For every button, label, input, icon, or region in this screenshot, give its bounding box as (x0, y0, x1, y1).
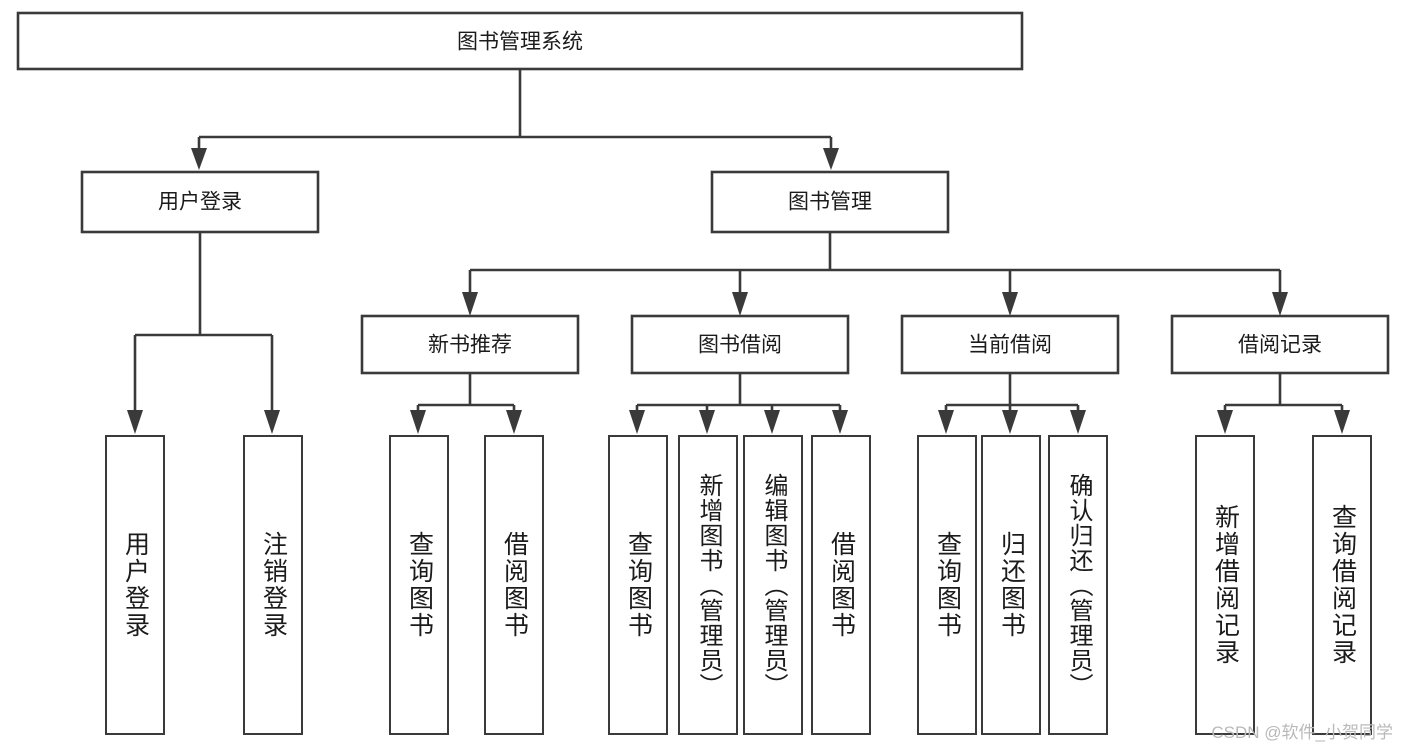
new-book-recommend-box[interactable] (360, 314, 580, 375)
node-book-manage[interactable]: 图书管理 (710, 170, 950, 234)
node-current-borrow[interactable]: 当前借阅 (900, 314, 1120, 375)
book-borrow-box[interactable] (630, 314, 850, 375)
leaf-borrow-record-2[interactable]: 查询借阅记录 (1312, 435, 1372, 735)
connector-borrow-record-to-leaves (1217, 373, 1350, 434)
leaf-borrow-record-1[interactable]: 新增借阅记录 (1195, 435, 1255, 735)
leaf-label: 借阅图书 (827, 531, 856, 639)
leaf-label: 借阅图书 (500, 531, 529, 639)
leaf-current-borrow-1[interactable]: 查询图书 (917, 435, 977, 735)
arrow-bb-leaf-2 (699, 410, 715, 434)
book-manage-label: 图书管理 (788, 191, 872, 214)
leaf-current-borrow-3[interactable]: 确认归还（管理员） (1048, 435, 1108, 735)
arrow-br-leaf-1 (1217, 410, 1233, 434)
arrow-ul-leaf-1 (127, 410, 143, 434)
node-root[interactable]: 图书管理系统 (16, 11, 1024, 71)
arrow-nbr-leaf-1 (410, 410, 426, 434)
connector-new-book-recommend-to-leaves (410, 373, 522, 434)
node-new-book-recommend[interactable]: 新书推荐 (360, 314, 580, 375)
root-box[interactable] (16, 11, 1024, 71)
user-login-box[interactable] (80, 170, 320, 234)
arrow-nbr-leaf-2 (506, 410, 522, 434)
arrow-bb-leaf-4 (832, 410, 848, 434)
leaf-book-borrow-2[interactable]: 新增图书（管理员） (678, 435, 738, 735)
arrow-level3-1 (462, 292, 478, 316)
leaf-user-login-1[interactable]: 用户登录 (105, 435, 165, 735)
node-book-borrow[interactable]: 图书借阅 (630, 314, 850, 375)
arrow-book-manage (823, 148, 839, 170)
leaf-label: 查询借阅记录 (1328, 504, 1357, 666)
arrow-cb-leaf-1 (938, 410, 954, 434)
leaf-book-borrow-3[interactable]: 编辑图书（管理员） (743, 435, 803, 735)
connector-book-borrow-to-leaves (629, 373, 848, 434)
arrow-level3-4 (1272, 292, 1288, 316)
current-borrow-label: 当前借阅 (968, 334, 1052, 357)
root-label: 图书管理系统 (457, 31, 583, 54)
leaf-book-borrow-4[interactable]: 借阅图书 (811, 435, 871, 735)
arrow-user-login (191, 148, 207, 170)
node-user-login[interactable]: 用户登录 (80, 170, 320, 234)
arrow-ul-leaf-2 (264, 410, 280, 434)
user-login-label: 用户登录 (158, 191, 242, 214)
arrow-bb-leaf-3 (764, 410, 780, 434)
leaf-label: 新增图书（管理员） (694, 472, 722, 698)
borrow-record-box[interactable] (1170, 314, 1390, 375)
leaf-label: 注销登录 (259, 531, 288, 639)
connector-book-manage-to-level3 (462, 232, 1288, 316)
leaf-label: 新增借阅记录 (1211, 504, 1240, 666)
arrow-level3-2 (732, 292, 748, 316)
arrow-br-leaf-2 (1334, 410, 1350, 434)
connector-current-borrow-to-leaves (938, 373, 1086, 434)
leaf-user-login-2[interactable]: 注销登录 (243, 435, 303, 735)
new-book-recommend-label: 新书推荐 (428, 334, 512, 357)
leaf-label: 用户登录 (121, 531, 150, 639)
borrow-record-label: 借阅记录 (1238, 334, 1322, 357)
arrow-bb-leaf-1 (629, 410, 645, 434)
leaf-label: 查询图书 (624, 531, 653, 639)
leaf-new-book-recommend-2[interactable]: 借阅图书 (484, 435, 544, 735)
arrow-level3-3 (1002, 292, 1018, 316)
node-borrow-record[interactable]: 借阅记录 (1170, 314, 1390, 375)
leaf-label: 查询图书 (933, 531, 962, 639)
leaf-new-book-recommend-1[interactable]: 查询图书 (389, 435, 449, 735)
leaf-book-borrow-1[interactable]: 查询图书 (608, 435, 668, 735)
arrow-cb-leaf-3 (1070, 410, 1086, 434)
book-borrow-label: 图书借阅 (698, 334, 782, 357)
leaf-current-borrow-2[interactable]: 归还图书 (981, 435, 1041, 735)
connector-user-login-to-leaves (127, 232, 280, 434)
leaf-label: 编辑图书（管理员） (759, 472, 787, 698)
connector-root-to-level2 (191, 69, 839, 170)
leaf-label: 查询图书 (405, 531, 434, 639)
leaf-label: 确认归还（管理员） (1064, 472, 1092, 698)
leaf-label: 归还图书 (997, 531, 1026, 639)
book-manage-box[interactable] (710, 170, 950, 234)
arrow-cb-leaf-2 (1002, 410, 1018, 434)
